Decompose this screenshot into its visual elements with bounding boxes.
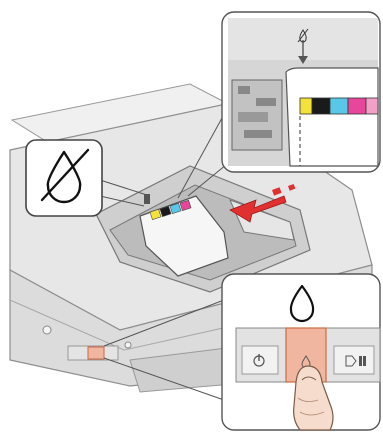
magenta-cartridge-large [348, 98, 366, 114]
power-button [242, 346, 278, 374]
front-button [43, 326, 51, 334]
front-button [125, 342, 131, 348]
closeup-ink-cartridges [300, 98, 378, 114]
cartridge-marker [144, 194, 150, 204]
callout-top-right [222, 12, 380, 172]
paper-ink-button [334, 346, 374, 374]
yellow-cartridge-large [300, 98, 312, 114]
ink-button-small [88, 347, 104, 359]
black-cartridge-large [312, 98, 330, 114]
cyan-cartridge-large [330, 98, 348, 114]
